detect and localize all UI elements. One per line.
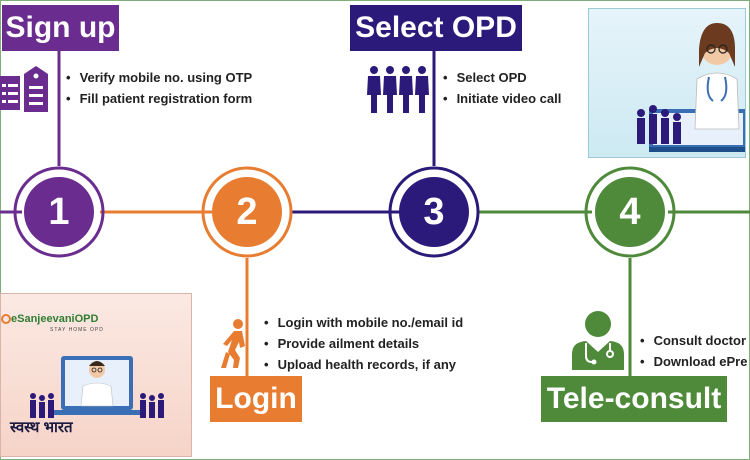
bullet-item: Download ePrescription bbox=[640, 351, 748, 372]
step-4-title: Tele-consult bbox=[541, 376, 727, 422]
step-4-bullets: Consult doctor Download ePrescription bbox=[640, 330, 748, 372]
brand-logo-icon bbox=[1, 314, 11, 324]
doctor-icon bbox=[572, 311, 624, 370]
walking-person-icon bbox=[221, 319, 245, 368]
step-1-bullets: Verify mobile no. using OTP Fill patient… bbox=[66, 67, 253, 109]
brand-name: eSanjeevaniOPD bbox=[11, 313, 99, 325]
bullet-item: Upload health records, if any bbox=[264, 354, 463, 375]
step-4-bullets-clip: Consult doctor Download ePrescription bbox=[640, 330, 748, 374]
step-2-circle: 2 bbox=[212, 177, 282, 247]
bullet-item: Initiate video call bbox=[443, 88, 562, 109]
bullet-item: Fill patient registration form bbox=[66, 88, 253, 109]
teleconsult-panel bbox=[588, 8, 746, 158]
doctor-illustration bbox=[30, 356, 164, 418]
step-1-circle: 1 bbox=[24, 177, 94, 247]
step-2-bullets: Login with mobile no./email id Provide a… bbox=[264, 312, 464, 375]
teleconsult-illustration bbox=[637, 23, 745, 152]
step-1-title: Sign up bbox=[2, 5, 119, 51]
bullet-item: Consult doctor bbox=[640, 330, 748, 351]
step-2-number: 2 bbox=[236, 190, 258, 233]
step-4-circle: 4 bbox=[595, 177, 665, 247]
step-3-title: Select OPD bbox=[350, 5, 522, 51]
people-group-icon bbox=[367, 66, 429, 113]
bullet-item: Select OPD bbox=[443, 67, 561, 88]
step-2-title: Login bbox=[210, 376, 302, 422]
brand-tagline: STAY HOME OPD bbox=[50, 327, 104, 333]
bullet-item: Login with mobile no./email id bbox=[264, 312, 464, 333]
bullet-item: Provide ailment details bbox=[264, 333, 463, 354]
step-3-bullets: Select OPD Initiate video call bbox=[443, 67, 562, 109]
step-3-circle: 3 bbox=[399, 177, 469, 247]
documents-icon bbox=[0, 66, 48, 112]
brand-panel bbox=[0, 293, 192, 457]
step-3-number: 3 bbox=[423, 190, 445, 233]
hindi-slogan: स्वस्थ भारत bbox=[10, 419, 73, 436]
step-1-number: 1 bbox=[48, 190, 70, 233]
step-4-number: 4 bbox=[619, 190, 641, 233]
bullet-item: Verify mobile no. using OTP bbox=[66, 67, 253, 88]
